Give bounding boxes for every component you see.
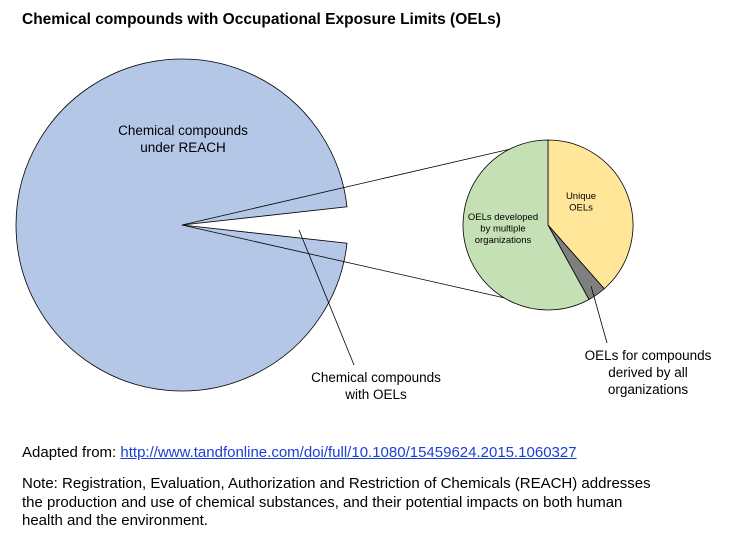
leader-all-orgs [590, 286, 608, 344]
breakout-pie [462, 139, 634, 311]
leader-lines [181, 148, 608, 366]
chart-title: Chemical compounds with Occupational Exp… [22, 11, 501, 28]
note-text: Note: Registration, Evaluation, Authoriz… [22, 475, 651, 529]
source-link[interactable]: http://www.tandfonline.com/doi/full/10.1… [120, 444, 577, 461]
main-pie [15, 58, 348, 392]
source-line: Adapted from: http://www.tandfonline.com… [22, 444, 577, 461]
source-prefix: Adapted from: [22, 444, 117, 461]
connector-line-top [181, 148, 510, 226]
slice-oels-developed-by-multiple-organizations [462, 139, 590, 311]
slice-unique-oels [547, 139, 634, 290]
leader-with-oels [298, 229, 355, 366]
connector-line-bottom [181, 224, 505, 299]
slice-chemical-compounds-under-reach [15, 58, 348, 392]
